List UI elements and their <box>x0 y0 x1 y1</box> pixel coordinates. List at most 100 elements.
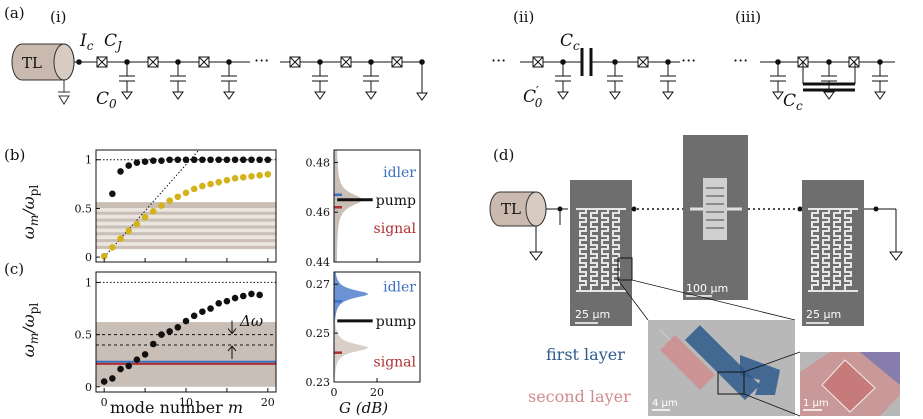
data-point <box>182 189 190 197</box>
data-point <box>133 356 141 363</box>
data-point <box>174 324 182 331</box>
scale-label-2: 100 μm <box>686 282 728 295</box>
sem-zoom-2 <box>800 352 900 416</box>
ellipsis-ii-left: ··· <box>491 51 506 70</box>
ellipsis-ii-right: ··· <box>681 51 696 70</box>
data-point <box>215 156 223 164</box>
tl-label-d: TL <box>501 200 521 218</box>
gain-profile <box>334 150 363 262</box>
y-tick-label: 0.27 <box>306 278 331 291</box>
data-point <box>215 300 223 307</box>
data-point <box>100 252 108 260</box>
band-region <box>96 322 276 387</box>
data-point <box>117 168 124 175</box>
data-point <box>256 156 263 164</box>
cj-label: CJ <box>104 31 123 53</box>
data-point <box>141 213 149 221</box>
ground-icon <box>662 91 674 100</box>
xlabel-gain: G (dB) <box>339 399 388 417</box>
cc-iii-label: Cc <box>783 91 803 113</box>
y-tick-label: 0.25 <box>306 327 331 340</box>
plot-b: 00.51 <box>75 149 277 264</box>
data-point <box>158 331 165 338</box>
data-point <box>199 182 206 190</box>
y-tick-label: 0.5 <box>75 329 93 342</box>
data-point <box>207 180 214 188</box>
tl-cylinder-icon <box>11 43 75 105</box>
data-point <box>133 159 141 166</box>
data-point <box>248 290 255 298</box>
data-point <box>207 305 214 312</box>
data-point <box>182 317 190 325</box>
circuit-ii <box>520 48 680 100</box>
data-point <box>239 292 247 300</box>
tl-label: TL <box>22 54 42 72</box>
ground-icon <box>365 91 377 100</box>
data-point <box>125 362 133 370</box>
panel-label-b: (b) <box>4 146 25 164</box>
data-point <box>199 156 206 164</box>
data-point <box>223 297 231 305</box>
data-point <box>264 171 272 178</box>
circuit-iii <box>760 56 895 100</box>
ic-label: Ic <box>79 31 94 53</box>
ground-icon <box>121 91 133 100</box>
ground-icon <box>772 91 784 100</box>
ground-icon <box>609 91 621 100</box>
signal-label: signal <box>374 355 417 371</box>
ground-icon <box>172 91 184 100</box>
y-tick-label: 0 <box>85 251 92 264</box>
data-point <box>141 351 149 358</box>
c0p-label: C′0 <box>523 84 543 110</box>
panel-label-iii: (iii) <box>735 8 761 26</box>
xlabel-mode: mode number m <box>110 398 243 417</box>
data-point <box>248 156 255 164</box>
data-point <box>248 172 255 180</box>
y-tick-label: 1 <box>85 276 92 289</box>
meander-inductor <box>811 208 852 290</box>
ground-icon <box>874 91 886 100</box>
data-point <box>231 294 239 302</box>
idler-label: idler <box>383 279 416 295</box>
delta-omega-label: Δω <box>239 312 263 330</box>
y-tick-label: 0.48 <box>306 156 331 169</box>
data-point <box>174 156 182 164</box>
data-point <box>166 328 173 335</box>
ground-icon <box>223 91 235 100</box>
data-point <box>239 173 247 181</box>
delta-arrow-up <box>227 345 237 360</box>
data-point <box>256 172 263 179</box>
y-tick-label: 0.23 <box>306 376 331 389</box>
y-tick-label: 0.46 <box>306 206 331 219</box>
data-point <box>190 185 198 193</box>
y-tick-label: 0.5 <box>75 202 93 215</box>
data-point <box>125 162 133 169</box>
data-point <box>125 227 133 235</box>
idler-label: idler <box>383 165 416 181</box>
data-point <box>109 190 116 198</box>
ellipsis-iii-left: ··· <box>733 51 748 70</box>
data-point <box>149 208 157 215</box>
dotted-linear-line <box>103 150 199 258</box>
data-point <box>117 235 124 242</box>
panel-label-c: (c) <box>4 260 24 278</box>
ground-icon <box>416 92 428 101</box>
ellipsis-i: ··· <box>254 51 269 70</box>
node-dot <box>76 59 82 65</box>
x-tick-label: 10 <box>179 396 193 409</box>
data-point <box>109 375 116 382</box>
data-point <box>149 157 157 165</box>
panel-label-i: (i) <box>50 8 67 26</box>
scale-label-3: 25 μm <box>806 308 841 321</box>
panel-label-ii: (ii) <box>513 8 534 26</box>
data-point <box>223 176 231 184</box>
data-point <box>158 202 165 209</box>
data-point <box>215 178 223 186</box>
panel-label-a: (a) <box>4 4 25 22</box>
data-point <box>231 156 239 164</box>
data-point <box>109 244 116 251</box>
